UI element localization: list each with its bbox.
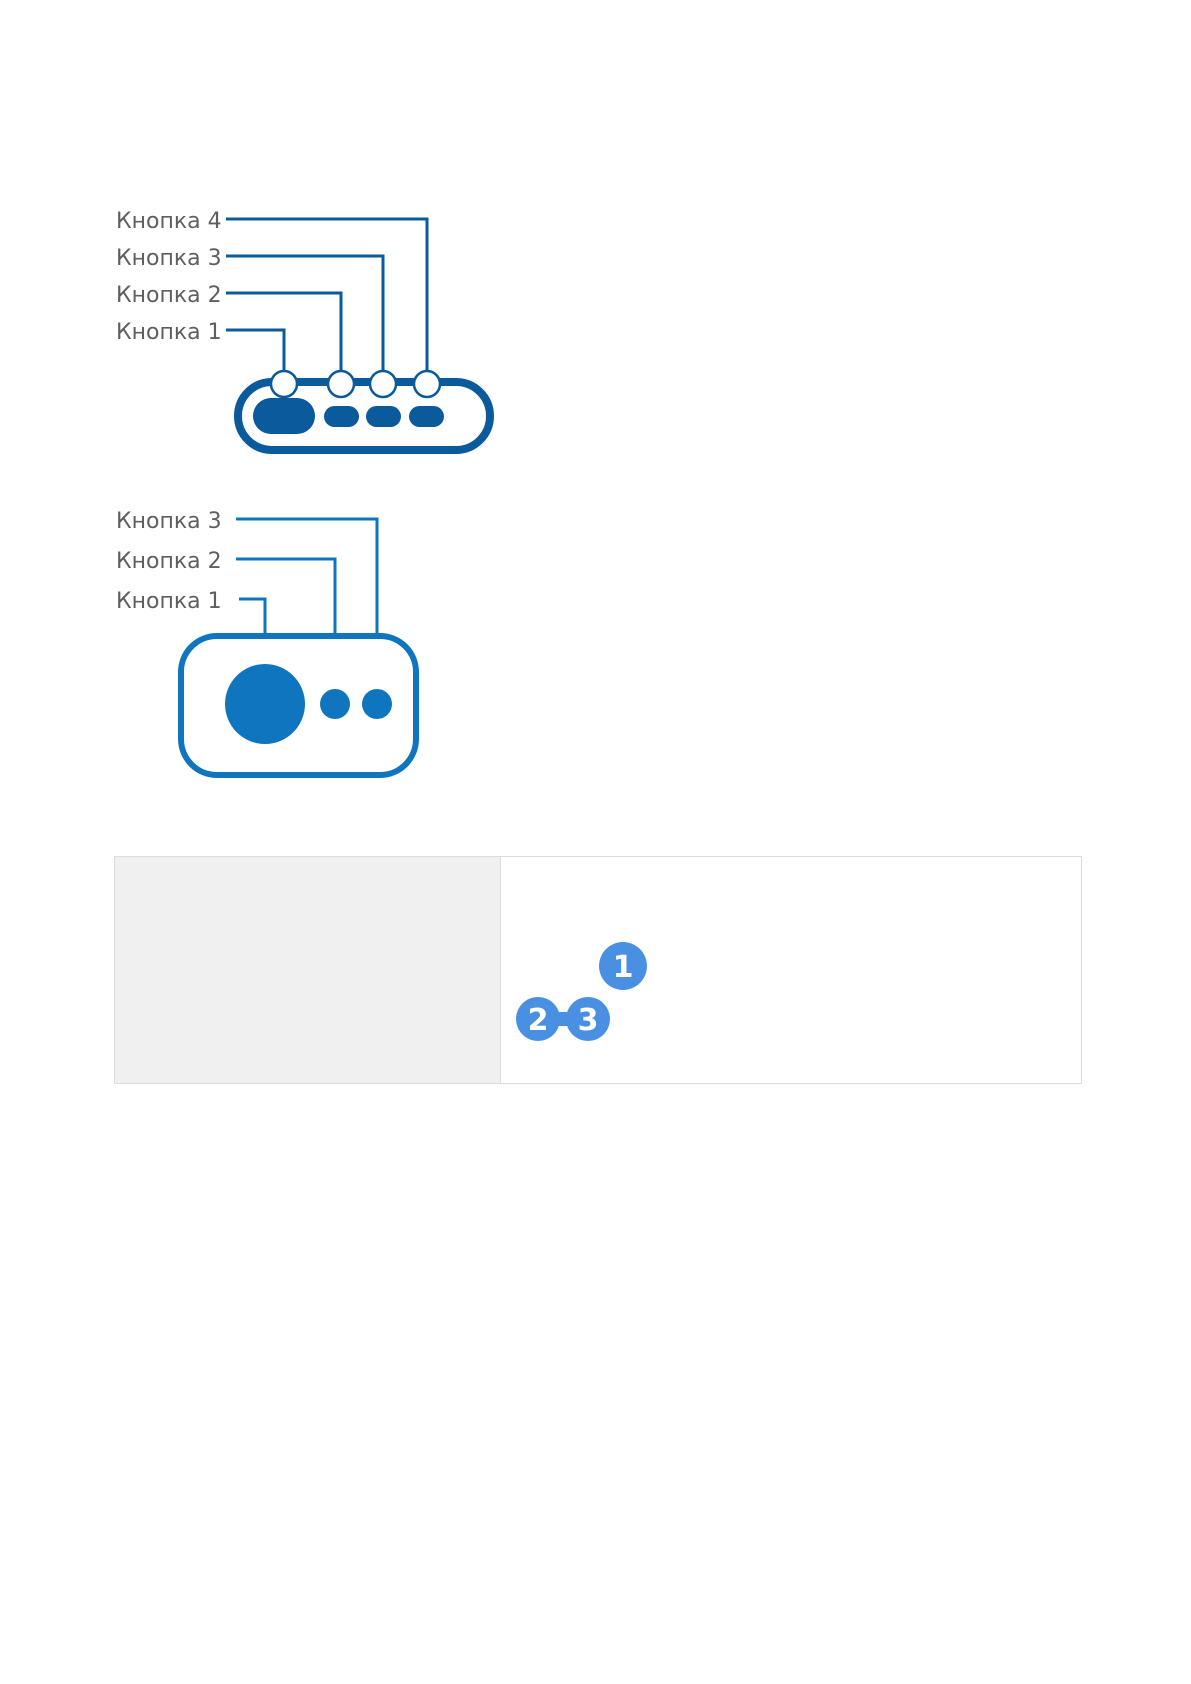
four-button-remote-diagram: Кнопка 4 Кнопка 3 Кнопка 2 Кнопка 1 (116, 209, 494, 454)
label-button-2: Кнопка 2 (116, 549, 222, 574)
callout-marker-button-1 (269, 369, 299, 399)
remote-button-3 (362, 689, 392, 719)
badge-1-label: 1 (613, 950, 634, 985)
label-button-4: Кнопка 4 (116, 209, 222, 234)
label-button-2: Кнопка 2 (116, 283, 222, 308)
callout-marker-button-3 (368, 369, 398, 399)
label-button-1: Кнопка 1 (116, 589, 222, 614)
callout-marker-button-4 (412, 369, 442, 399)
callout-marker-button-2 (326, 369, 356, 399)
callout-line-button-4 (226, 217, 429, 384)
table-row: 1 2 3 (114, 856, 1082, 1084)
badge-3-icon (566, 997, 610, 1041)
badge-2-label: 2 (528, 1003, 549, 1038)
badge-1-icon (599, 942, 647, 990)
badge-2-icon (516, 997, 560, 1041)
info-table: 1 2 3 (114, 856, 1082, 1084)
label-button-3: Кнопка 3 (116, 509, 222, 534)
callout-line-button-1 (226, 328, 286, 384)
label-button-1: Кнопка 1 (116, 320, 222, 345)
label-button-3: Кнопка 3 (116, 246, 222, 271)
badge-3-label: 3 (578, 1003, 599, 1038)
table-cell-left (114, 856, 501, 1084)
callout-line-button-2 (226, 291, 343, 384)
remote-button-1 (225, 664, 305, 744)
remote-button-4 (409, 406, 444, 427)
table-cell-right: 1 2 3 (500, 856, 1082, 1084)
button-number-badges (516, 942, 647, 1041)
button-number-badge-labels: 1 2 3 (528, 950, 634, 1038)
remote-button-2 (320, 689, 350, 719)
remote-button-1 (253, 398, 315, 434)
remote-button-3 (366, 406, 401, 427)
remote-button-2 (324, 406, 359, 427)
callout-line-button-3 (226, 254, 385, 384)
three-button-remote-diagram: Кнопка 3 Кнопка 2 Кнопка 1 (116, 509, 419, 778)
